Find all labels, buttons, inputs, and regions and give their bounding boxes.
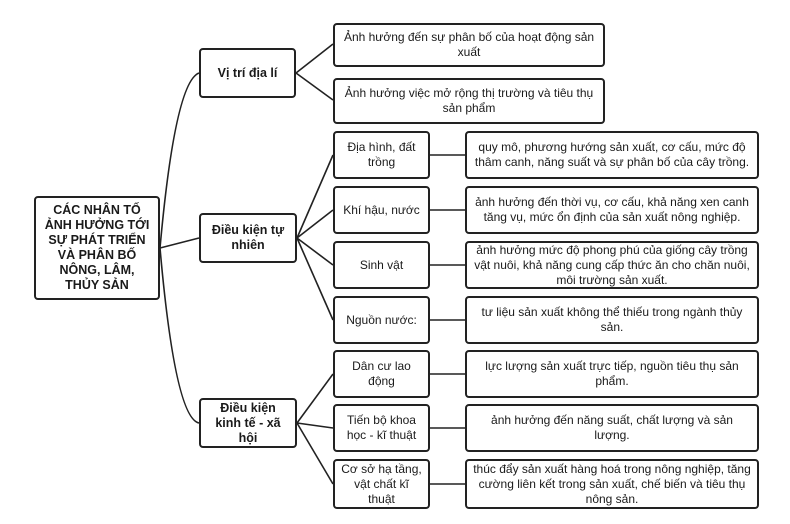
factor-tien-bo-khkt: Tiến bộ khoa học - kĩ thuật — [333, 404, 430, 452]
factor-dia-hinh: Địa hình, đất trồng — [333, 131, 430, 179]
group-dieu-kien-tu-nhien: Điều kiện tự nhiên — [199, 213, 297, 263]
factor-sinh-vat: Sinh vật — [333, 241, 430, 289]
factor-dan-cu: Dân cư lao động — [333, 350, 430, 398]
detail-khi-hau: ảnh hưởng đến thời vụ, cơ cấu, khả năng … — [465, 186, 759, 234]
detail-tien-bo-khkt: ảnh hưởng đến năng suất, chất lượng và s… — [465, 404, 759, 452]
detail-nguon-nuoc: tư liệu sản xuất không thể thiếu trong n… — [465, 296, 759, 344]
connector-vitri-2 — [295, 72, 334, 101]
group-vi-tri-dia-li: Vị trí địa lí — [199, 48, 296, 98]
connector-tunhien-4 — [296, 237, 334, 321]
detail-sinh-vat: ảnh hưởng mức độ phong phú của giống cây… — [465, 241, 759, 289]
factor-khi-hau: Khí hậu, nước — [333, 186, 430, 234]
connector-kinhte-2 — [296, 422, 334, 429]
detail-dia-hinh: quy mô, phương hướng sản xuất, cơ cấu, m… — [465, 131, 759, 179]
factor-co-so-ha-tang: Cơ sở hạ tầng, vật chất kĩ thuật — [333, 459, 430, 509]
connector-tunhien-3 — [296, 237, 334, 266]
connector-tunhien-2 — [296, 209, 334, 239]
connector-vitri-1 — [295, 43, 334, 74]
detail-dan-cu: lực lượng sản xuất trực tiếp, nguồn tiêu… — [465, 350, 759, 398]
connector-kinhte-1 — [296, 373, 334, 424]
group-dieu-kien-kinh-te-xa-hoi: Điều kiện kinh tế - xã hội — [199, 398, 297, 448]
connector-kinhte-3 — [296, 422, 334, 485]
detail-co-so-ha-tang: thúc đẩy sản xuất hàng hoá trong nông ng… — [465, 459, 759, 509]
vitri-detail-2: Ảnh hưởng việc mở rộng thị trường và tiê… — [333, 78, 605, 124]
connector-tunhien-1 — [296, 154, 334, 239]
connector-root-vitri — [159, 72, 200, 249]
root-node: CÁC NHÂN TỐ ẢNH HƯỞNG TỚI SỰ PHÁT TRIỂN … — [34, 196, 160, 300]
vitri-detail-1: Ảnh hưởng đến sự phân bố của hoạt động s… — [333, 23, 605, 67]
connector-root-tunhien — [159, 237, 200, 249]
factor-nguon-nuoc: Nguồn nước: — [333, 296, 430, 344]
connector-root-kinhte — [159, 247, 200, 424]
